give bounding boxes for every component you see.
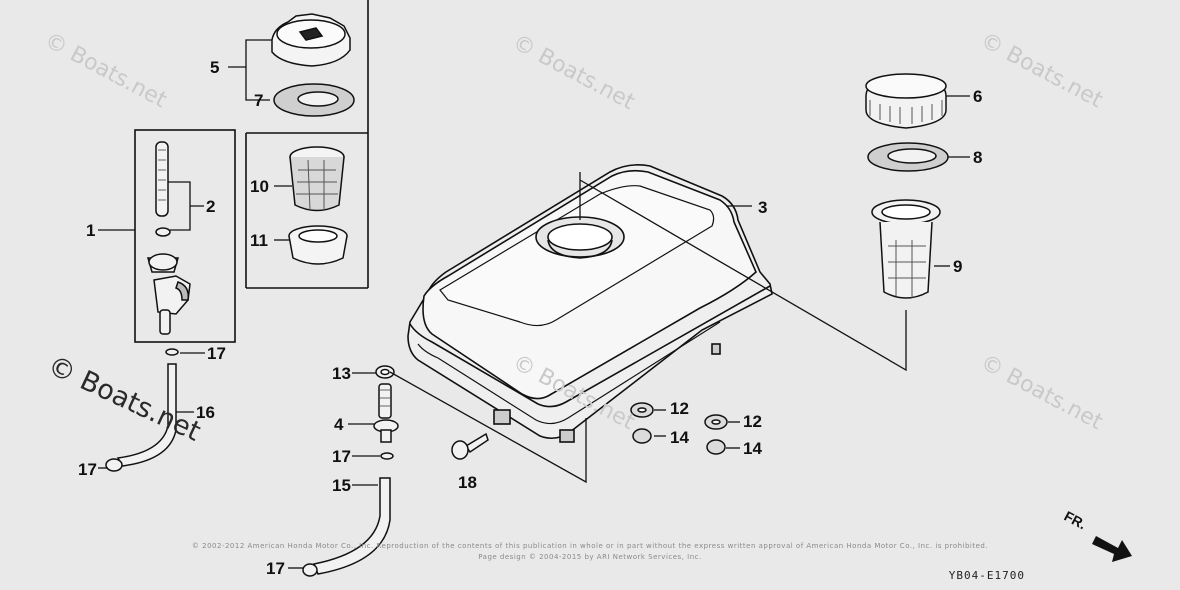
front-arrow-icon bbox=[1092, 536, 1132, 562]
callout-part-16[interactable]: 16 bbox=[196, 403, 215, 422]
fuel-tank-icon bbox=[407, 164, 773, 443]
callout-part-5[interactable]: 5 bbox=[210, 58, 220, 77]
drain-assembly-icon bbox=[302, 365, 399, 577]
callout-part-3[interactable]: 3 bbox=[758, 198, 768, 217]
cap-gasket-icon bbox=[273, 83, 355, 117]
copyright-line-1: © 2002-2012 American Honda Motor Co., In… bbox=[191, 542, 989, 550]
callout-part-17[interactable]: 17 bbox=[207, 344, 226, 363]
callout-part-9[interactable]: 9 bbox=[953, 257, 963, 276]
callout-part-12[interactable]: 12 bbox=[670, 399, 689, 418]
callout-part-2[interactable]: 2 bbox=[206, 197, 216, 216]
callout-part-17[interactable]: 17 bbox=[332, 447, 351, 466]
fuel-hose-left-icon bbox=[105, 348, 179, 472]
callout-part-14[interactable]: 14 bbox=[670, 428, 689, 447]
callout-part-17[interactable]: 17 bbox=[266, 559, 285, 578]
grommets-icon bbox=[630, 402, 728, 455]
callout-part-10[interactable]: 10 bbox=[250, 177, 269, 196]
callout-part-17[interactable]: 17 bbox=[78, 460, 97, 479]
callout-part-6[interactable]: 6 bbox=[973, 87, 983, 106]
callout-part-14[interactable]: 14 bbox=[743, 439, 762, 458]
filler-gasket-icon bbox=[867, 142, 949, 172]
copyright-line-2: Page design © 2004-2015 by ARI Network S… bbox=[478, 553, 702, 561]
callout-part-12[interactable]: 12 bbox=[743, 412, 762, 431]
frame-lines bbox=[134, 0, 369, 343]
fuel-cap-icon bbox=[271, 13, 351, 67]
callout-part-13[interactable]: 13 bbox=[332, 364, 351, 383]
callout-part-7[interactable]: 7 bbox=[254, 91, 264, 110]
callout-part-4[interactable]: 4 bbox=[334, 415, 344, 434]
callout-part-1[interactable]: 1 bbox=[86, 221, 96, 240]
filler-strainer-icon bbox=[871, 199, 941, 299]
strainer-screen-icon bbox=[289, 146, 345, 212]
leader-lines bbox=[98, 39, 970, 569]
diagram-code: YB04-E1700 bbox=[948, 569, 1025, 582]
callout-part-15[interactable]: 15 bbox=[332, 476, 351, 495]
strainer-holder-icon bbox=[288, 225, 348, 265]
fuel-valve-icon bbox=[147, 141, 191, 335]
bolt-icon bbox=[451, 432, 489, 460]
callout-part-11[interactable]: 11 bbox=[250, 231, 268, 250]
callout-part-8[interactable]: 8 bbox=[973, 148, 983, 167]
fuel-cap-right-icon bbox=[865, 73, 947, 129]
callout-part-18[interactable]: 18 bbox=[458, 473, 477, 492]
